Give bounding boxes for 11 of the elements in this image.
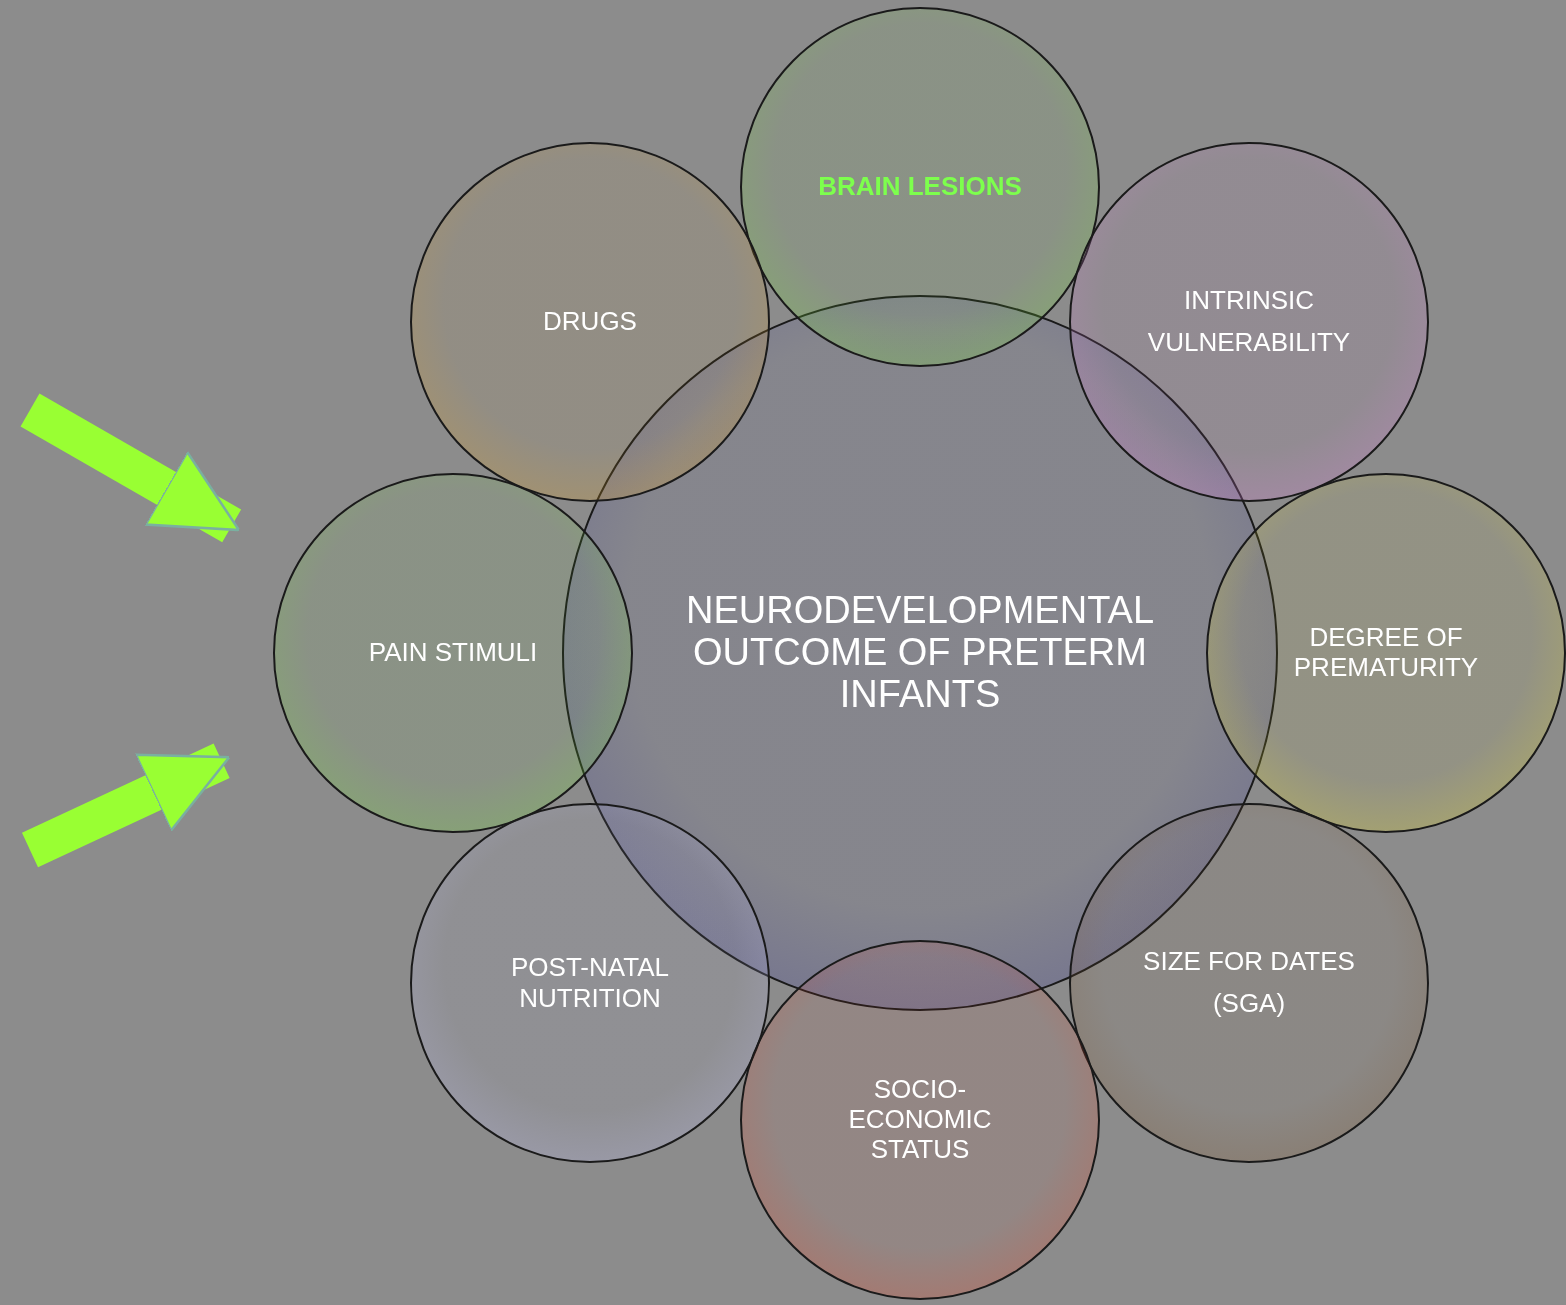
circle-label: DEGREE OF PREMATURITY: [1292, 623, 1480, 683]
arrow: [21, 743, 231, 868]
circle-label: PAIN STIMULI: [367, 637, 539, 669]
circle-label: DRUGS: [542, 306, 638, 338]
circle-label: NEURODEVELOPMENTAL OUTCOME OF PRETERM INFANTS: [684, 590, 1156, 716]
circle-label: POST-NATAL NUTRITION: [510, 951, 670, 1015]
arrow: [20, 393, 242, 543]
circle-label: SOCIO-ECONOMIC STATUS: [847, 1075, 993, 1165]
circle-label: SIZE FOR DATES (SGA): [1142, 945, 1356, 1020]
circle-label: INTRINSIC VULNERABILITY: [1146, 284, 1352, 359]
circle-label: BRAIN LESIONS: [817, 171, 1023, 203]
